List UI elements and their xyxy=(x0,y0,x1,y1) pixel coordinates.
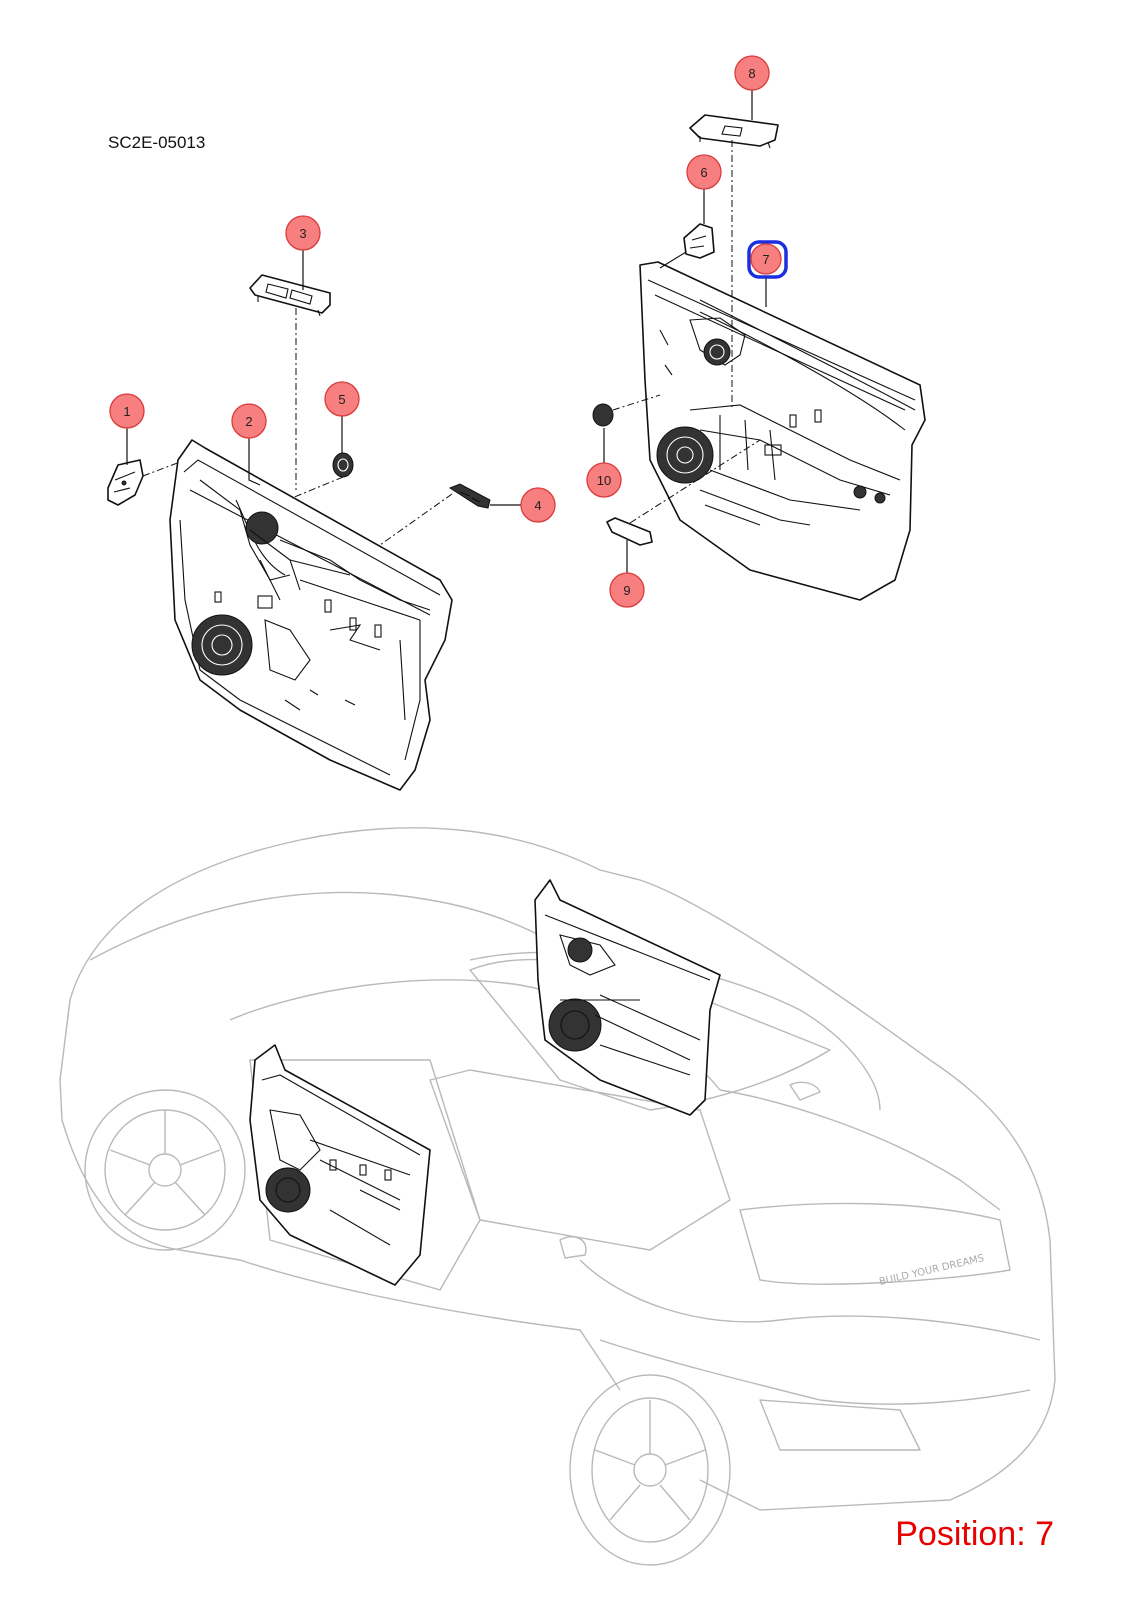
vehicle-rear-door-panel xyxy=(534,879,721,1116)
clip-cap xyxy=(332,452,354,478)
callout-4[interactable]: 4 xyxy=(520,487,556,523)
vehicle-badge-text: BUILD YOUR DREAMS xyxy=(878,1253,985,1288)
callout-label: 8 xyxy=(748,66,755,81)
rear-window-switch-panel xyxy=(689,114,779,149)
assembly-lines xyxy=(142,140,761,546)
inner-door-handle xyxy=(107,459,144,506)
leader-lines xyxy=(126,90,767,573)
callout-label: 4 xyxy=(534,498,541,513)
position-label: Position: 7 xyxy=(895,1515,1054,1553)
speaker-cap xyxy=(592,403,614,427)
selected-highlight xyxy=(747,240,788,279)
callout-3[interactable]: 3 xyxy=(285,215,321,251)
callout-label: 6 xyxy=(700,165,707,180)
rear-door-trim-panel xyxy=(639,261,926,601)
callout-label: 9 xyxy=(623,583,630,598)
lower-trim-cover xyxy=(606,517,653,546)
callout-label: 2 xyxy=(245,414,252,429)
callout-label: 7 xyxy=(762,252,769,267)
callout-6[interactable]: 6 xyxy=(686,154,722,190)
callout-label: 1 xyxy=(123,404,130,419)
callout-5[interactable]: 5 xyxy=(324,381,360,417)
callout-2[interactable]: 2 xyxy=(231,403,267,439)
window-switch-panel xyxy=(249,274,331,317)
door-handle-bezel xyxy=(659,223,715,269)
callout-label: 10 xyxy=(597,473,611,488)
door-trim-strip xyxy=(448,483,491,509)
reference-code: SC2E-05013 xyxy=(108,133,206,152)
callout-7[interactable]: 7 xyxy=(747,240,788,279)
callout-label: 3 xyxy=(299,226,306,241)
callout-1[interactable]: 1 xyxy=(109,393,145,429)
callout-9[interactable]: 9 xyxy=(609,572,645,608)
callout-label: 5 xyxy=(338,392,345,407)
vehicle-front-door-panel xyxy=(249,1044,431,1286)
callout-8[interactable]: 8 xyxy=(734,55,770,91)
callout-10[interactable]: 10 xyxy=(586,462,622,498)
front-door-trim-panel xyxy=(169,439,453,791)
